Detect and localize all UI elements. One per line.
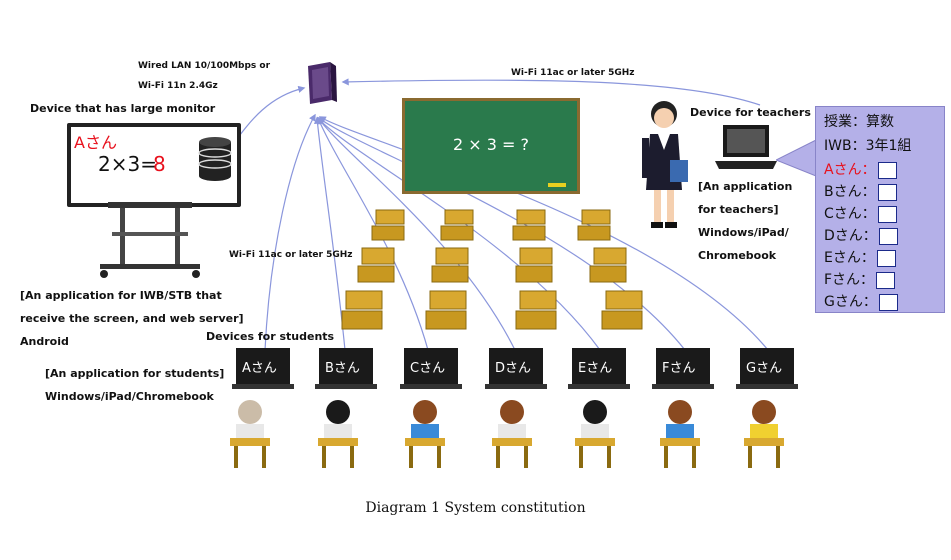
roster-student-g: Gさん： [824,291,898,311]
roster-student-d: Dさん： [824,225,898,245]
checkbox[interactable] [877,183,897,201]
student-icon [318,400,358,468]
iwb-stand-icon [100,202,200,278]
laptop-label: Bさん [325,361,360,376]
student-laptop-f [656,348,710,384]
link-teacher-router [341,78,761,106]
student-platforms-label: Windows/iPad/Chromebook [45,390,214,403]
student-icon [744,400,784,468]
student-icon [405,400,445,468]
iwb-os-label: Android [20,335,69,348]
checkbox[interactable] [876,271,896,289]
teacher-figure-icon [642,101,688,228]
iwb-equation: 2×3= [98,152,157,176]
student-icon [575,400,615,468]
laptop-label: Eさん [578,361,613,376]
iwb-student-name: Aさん [74,133,117,152]
chalk-tray [548,183,566,187]
student-icon [492,400,532,468]
roster-student-b: Bさん： [824,181,897,201]
blackboard [402,98,580,194]
diagram-caption: Diagram 1 System constitution [365,500,586,516]
student-icon [230,400,270,468]
roster-panel: 授業：算数 IWB：3年1組 Aさん： Bさん： Cさん： Dさん： Eさん： … [815,106,945,313]
student-laptop-b [319,348,373,384]
student-laptop-d [489,348,543,384]
roster-student-c: Cさん： [824,203,897,223]
laptop-bases [232,384,798,389]
laptop-label: Dさん [495,361,532,376]
student-icon [660,400,700,468]
student-laptop-g [740,348,794,384]
iwb-app-label-2: receive the screen, and web server] [20,312,244,325]
laptop-label: Cさん [410,361,446,376]
roster-student-f: Fさん： [824,269,896,289]
student-laptop-a [236,348,290,384]
student-laptop-c [404,348,458,384]
teacher-laptop-icon [715,125,777,169]
wifi-teacher-label: Wi-Fi 11ac or later 5GHz [511,68,635,78]
roster-student-e: Eさん： [824,247,896,267]
roster-lesson: 授業：算数 [824,114,894,130]
desk-icon [341,209,643,330]
server-database-icon [198,137,232,181]
checkbox[interactable] [877,161,897,179]
blackboard-text: 2 × 3 = ? [452,135,529,154]
iwb-app-label-1: [An application for IWB/STB that [20,289,222,302]
iwb-answer: 8 [153,152,166,176]
link-student-b [313,116,346,351]
roster-iwb: IWB：3年1組 [824,138,912,154]
laptop-label: Gさん [746,361,783,376]
teacher-app-label-2: for teachers] [698,203,779,216]
laptop-label: Aさん [242,361,277,376]
link-student-e [317,116,601,351]
link-student-c [316,116,429,351]
student-laptop-e [572,348,626,384]
link-student-a [264,113,316,351]
student-app-label: [An application for students] [45,367,225,380]
student-figures [230,400,784,468]
students-devices-label: Devices for students [206,330,335,343]
checkbox[interactable] [878,293,898,311]
wifi-students-label: Wi-Fi 11ac or later 5GHz [229,250,353,260]
wifi-24-label: Wi-Fi 11n 2.4Gz [138,81,218,91]
checkbox[interactable] [878,227,898,245]
checkbox[interactable] [876,249,896,267]
laptop-label: Fさん [662,361,696,376]
link-student-d [317,116,516,351]
teacher-device-label: Device for teachers [690,106,811,119]
teacher-platforms-label-1: Windows/iPad/ [698,226,789,239]
large-monitor-label: Device that has large monitor [30,102,216,115]
teacher-app-label-1: [An application [698,180,793,193]
checkbox[interactable] [877,205,897,223]
wired-lan-label: Wired LAN 10/100Mbps or [138,61,271,71]
link-student-g [318,116,769,351]
teacher-platforms-label-2: Chromebook [698,249,777,262]
wireless-router-icon [308,62,337,104]
roster-student-a: Aさん： [824,159,897,179]
